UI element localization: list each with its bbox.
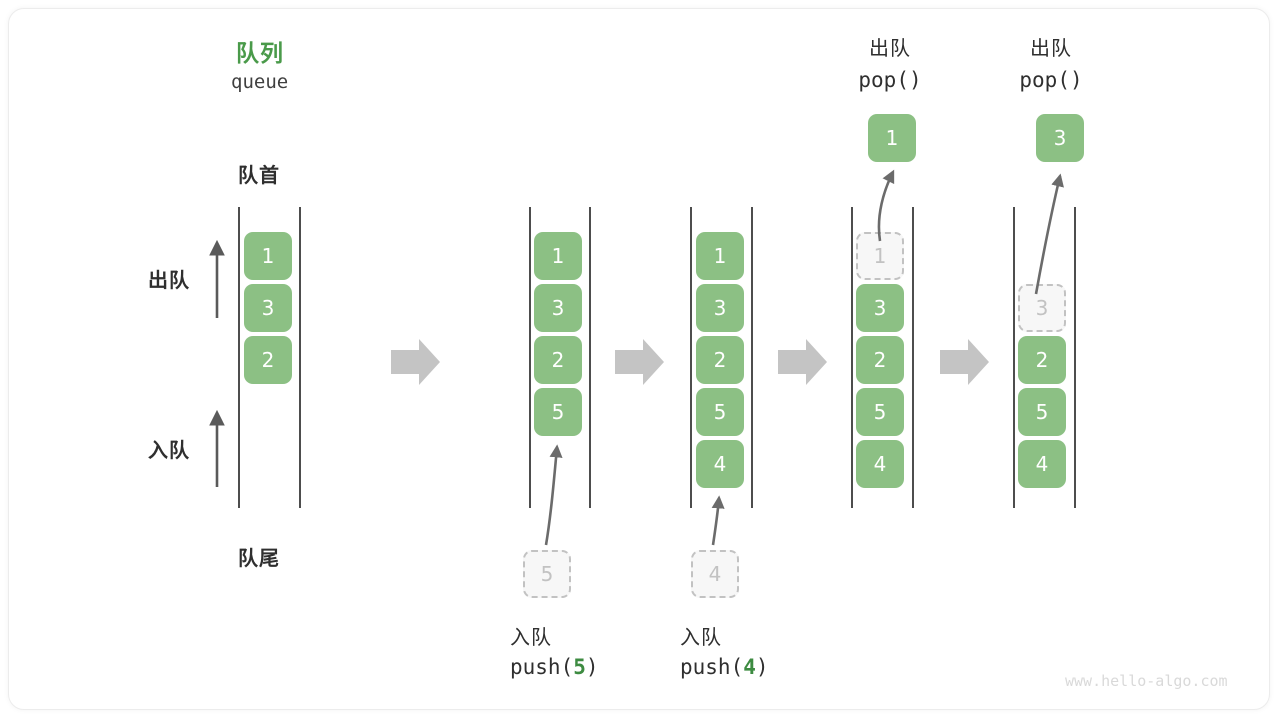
queue-rail-right-push4 (751, 207, 753, 508)
incoming-element-ghost: 5 (523, 550, 571, 598)
diagram-frame (8, 8, 1270, 710)
queue-element: 4 (1018, 440, 1066, 488)
queue-element: 3 (534, 284, 582, 332)
queue-element: 2 (1018, 336, 1066, 384)
queue-rail-right-initial (299, 207, 301, 508)
popped-element: 1 (868, 114, 916, 162)
push5-caption-code: push(5) (510, 655, 599, 679)
push5-code-suffix: ) (585, 655, 599, 679)
queue-element: 2 (244, 336, 292, 384)
dequeue-side-label: 出队 (148, 268, 190, 292)
incoming-element-ghost: 4 (691, 550, 739, 598)
popped-element: 3 (1036, 114, 1084, 162)
push4-code-arg: 4 (743, 655, 756, 679)
push4-caption-cn: 入队 (680, 625, 722, 649)
queue-element: 5 (1018, 388, 1066, 436)
push4-code-suffix: ) (755, 655, 769, 679)
queue-rail-right-pop1 (912, 207, 914, 508)
queue-element: 2 (696, 336, 744, 384)
rear-label: 队尾 (238, 546, 280, 570)
queue-rail-right-pop3 (1074, 207, 1076, 508)
queue-element: 5 (856, 388, 904, 436)
push4-code-prefix: push( (680, 655, 744, 679)
push4-caption-code: push(4) (680, 655, 769, 679)
queue-element: 3 (696, 284, 744, 332)
queue-element: 3 (856, 284, 904, 332)
queue-rail-left-initial (238, 207, 240, 508)
queue-element: 1 (534, 232, 582, 280)
pop3-caption-cn: 出队 (1030, 36, 1072, 60)
push5-code-arg: 5 (573, 655, 586, 679)
queue-element: 5 (696, 388, 744, 436)
push5-code-prefix: push( (510, 655, 574, 679)
queue-element-removed: 1 (856, 232, 904, 280)
pop3-caption-code: pop() (1019, 68, 1083, 92)
queue-element: 3 (244, 284, 292, 332)
queue-rail-left-pop1 (851, 207, 853, 508)
queue-rail-left-push5 (529, 207, 531, 508)
queue-element: 1 (244, 232, 292, 280)
enqueue-side-label: 入队 (148, 438, 190, 462)
diagram-title-cn: 队列 (236, 41, 284, 67)
front-label: 队首 (238, 163, 280, 187)
queue-element-new: 4 (696, 440, 744, 488)
diagram-title-en: queue (231, 71, 289, 93)
queue-element: 4 (856, 440, 904, 488)
queue-rail-right-push5 (589, 207, 591, 508)
push5-caption-cn: 入队 (510, 625, 552, 649)
queue-element: 1 (696, 232, 744, 280)
pop1-caption-cn: 出队 (869, 36, 911, 60)
queue-element-new: 5 (534, 388, 582, 436)
queue-rail-left-push4 (690, 207, 692, 508)
queue-rail-left-pop3 (1013, 207, 1015, 508)
pop1-caption-code: pop() (858, 68, 922, 92)
queue-element: 2 (856, 336, 904, 384)
queue-element-removed: 3 (1018, 284, 1066, 332)
queue-element: 2 (534, 336, 582, 384)
watermark: www.hello-algo.com (1065, 672, 1228, 690)
